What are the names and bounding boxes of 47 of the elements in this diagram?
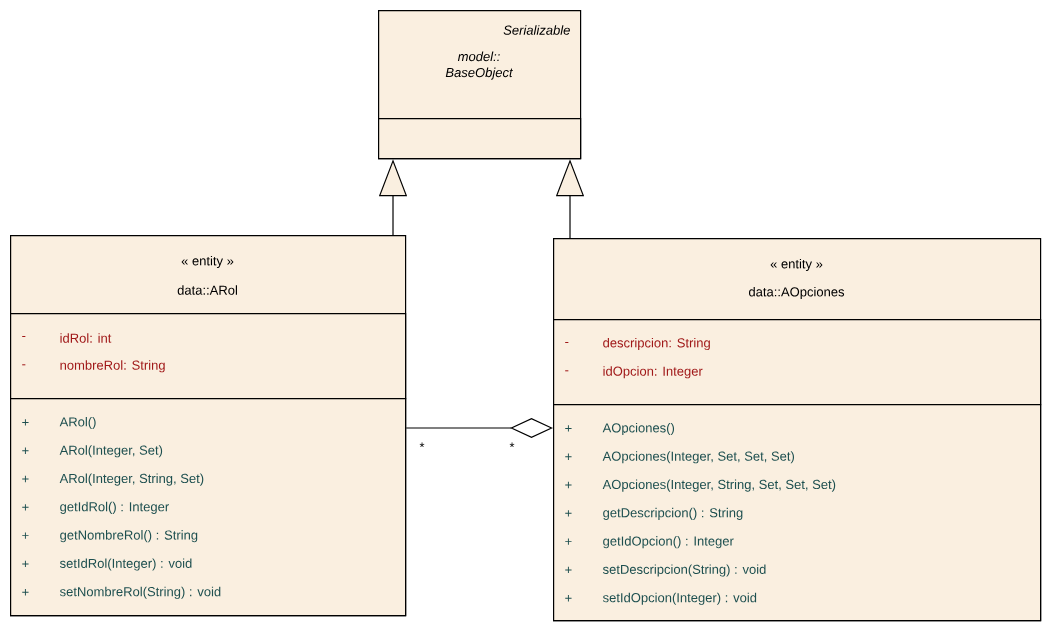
visibility-sign: - [22,364,26,366]
class-name: data::ARol [177,285,237,295]
member-text: setNombreRol(String) : void [59,586,221,599]
visibility-sign: + [22,532,29,539]
member-text: getDescripcion() : String [603,507,743,520]
multiplicity-label: * [419,442,425,448]
visibility-sign: + [565,566,572,574]
member-text: descripcion: String [603,337,710,351]
visibility-sign: + [565,538,572,545]
member-text: getIdRol() : Integer [60,501,169,514]
visibility-sign: + [565,425,572,432]
visibility-sign: - [22,336,26,337]
interface-label: Serializable [503,25,570,35]
member-text: setIdRol(Integer) : void [59,558,192,571]
visibility-sign: + [22,419,29,426]
visibility-sign: - [565,342,569,343]
visibility-sign: + [22,504,29,511]
member-text: AOpciones() [602,422,675,436]
visibility-sign: + [565,481,572,489]
member-text: ARol(Integer, String, Set) [59,473,204,486]
member-text: setIdOpcion(Integer) : void [602,592,757,605]
stereotype-label: « entity » [770,258,823,272]
class-name: data::AOpciones [749,286,845,300]
visibility-sign: + [22,475,29,483]
member-text: ARol(Integer, Set) [59,445,163,458]
member-text: idOpcion: Integer [603,366,703,379]
member-text: AOpciones(Integer, Set, Set, Set) [602,451,794,464]
attribute-compartment [553,319,1042,406]
member-text: idRol: int [60,333,112,343]
visibility-sign: - [565,370,569,372]
visibility-sign: + [565,510,572,517]
member-text: getNombreRol() : String [60,530,198,543]
stereotype-label: « entity » [181,255,234,269]
visibility-sign: + [565,453,572,460]
attribute-compartment [10,313,407,400]
visibility-sign: + [22,589,29,596]
multiplicity-label: * [509,442,515,448]
member-text: nombreRol: String [60,360,165,373]
member-text: AOpciones(Integer, String, Set, Set, Set) [602,479,836,492]
visibility-sign: + [22,447,29,454]
member-text: setDescripcion(String) : void [602,564,766,577]
class-name: model:: BaseObject [445,51,514,80]
member-text: ARol() [59,416,96,430]
aggregation-line [405,418,553,438]
member-text: getIdOpcion() : Integer [603,536,734,549]
visibility-sign: + [565,595,572,602]
visibility-sign: + [22,560,29,568]
